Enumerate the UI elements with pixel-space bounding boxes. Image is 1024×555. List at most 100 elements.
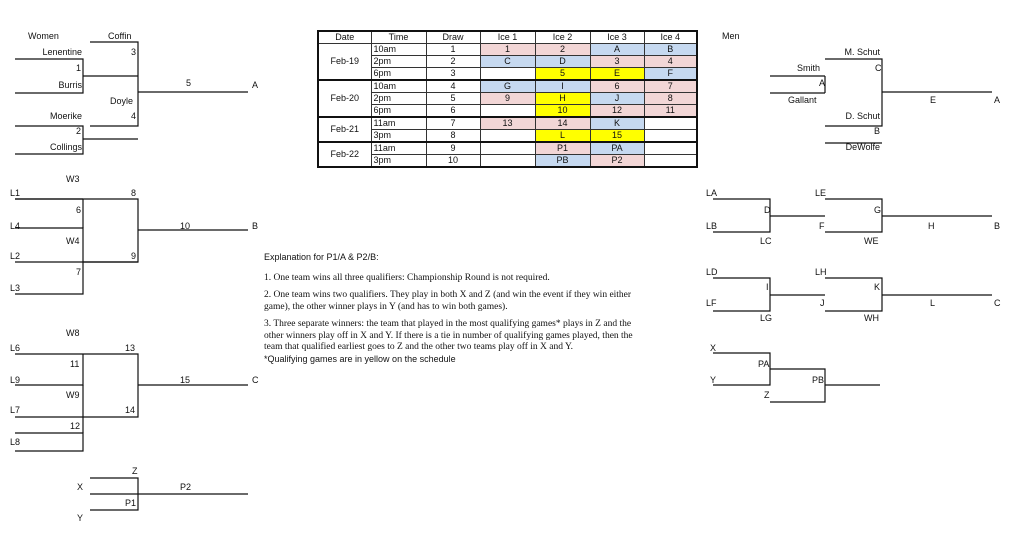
schedule-time-cell: 10am	[370, 79, 427, 93]
schedule-ice-cell: B	[643, 43, 698, 56]
schedule-ice-cell: 6	[589, 79, 645, 93]
schedule-ice-cell	[643, 154, 698, 168]
men-team-dschut: D. Schut	[845, 111, 880, 121]
schedule-ice-cell: 15	[589, 129, 645, 143]
schedule-header-cell: Ice 3	[589, 30, 645, 44]
women-l7: L7	[10, 405, 21, 415]
schedule-ice-cell	[643, 141, 698, 155]
schedule-ice-cell	[479, 154, 536, 168]
women-l1: L1	[10, 188, 21, 198]
women-x: X	[77, 482, 84, 492]
schedule-date-cell: Feb-20	[317, 79, 372, 118]
women-l6: L6	[10, 343, 21, 353]
women-game-9: 9	[131, 251, 137, 261]
schedule-draw-cell: 2	[425, 55, 481, 68]
women-w3: W3	[66, 174, 80, 184]
explanation: Explanation for P1/A & P2/B: 1. One team…	[264, 252, 644, 365]
men-z: Z	[764, 390, 770, 400]
men-game-e: E	[930, 95, 937, 105]
schedule-ice-cell: A	[589, 43, 645, 56]
men-game-b: B	[874, 126, 881, 136]
women-game-4: 4	[131, 111, 137, 121]
explanation-rule-3: 3. Three separate winners: the team that…	[264, 319, 633, 352]
schedule-ice-cell: 9	[479, 92, 536, 105]
men-y: Y	[710, 375, 717, 385]
women-team-collings: Collings	[49, 142, 82, 152]
schedule-date-cell: Feb-21	[317, 116, 372, 143]
women-l2: L2	[10, 251, 21, 261]
women-game-11: 11	[70, 359, 80, 369]
schedule-draw-cell: 7	[425, 116, 481, 130]
women-game-7: 7	[76, 267, 82, 277]
women-w9: W9	[66, 390, 80, 400]
schedule-draw-cell: 3	[425, 67, 481, 81]
women-final-lines	[90, 477, 248, 511]
men-title: Men	[722, 31, 740, 41]
women-game-1: 1	[76, 63, 82, 73]
men-game-i: I	[766, 282, 769, 292]
women-team-lenentine: Lenentine	[42, 47, 82, 57]
men-we: WE	[864, 236, 879, 246]
men-lh: LH	[815, 267, 827, 277]
explanation-rule-2: 2. One team wins two qualifiers. They pl…	[264, 290, 632, 312]
schedule-header-cell: Ice 1	[479, 30, 536, 44]
men-game-h: H	[928, 221, 935, 231]
women-seed-a: A	[252, 80, 259, 90]
men-final-lines	[713, 352, 880, 403]
women-seed-c: C	[252, 375, 259, 385]
schedule-ice-cell: E	[589, 67, 645, 81]
men-low-lines	[713, 277, 992, 312]
schedule-time-cell: 2pm	[370, 55, 427, 68]
schedule-ice-cell: 1	[479, 43, 536, 56]
schedule-ice-cell	[479, 141, 536, 155]
women-low-lines	[15, 353, 248, 452]
schedule-ice-cell: 2	[534, 43, 591, 56]
schedule-time-cell: 3pm	[370, 154, 427, 168]
men-game-g: G	[874, 205, 882, 215]
schedule-date-cell: Feb-19	[317, 43, 372, 81]
schedule-draw-cell: 5	[425, 92, 481, 105]
schedule-ice-cell: 12	[589, 104, 645, 118]
women-l3: L3	[10, 283, 21, 293]
men-seed-c: C	[994, 298, 1001, 308]
men-ld: LD	[706, 267, 718, 277]
women-p1: P1	[125, 498, 137, 508]
men-le: LE	[815, 188, 827, 198]
schedule-ice-cell: P2	[589, 154, 645, 168]
women-team-burris: Burris	[58, 80, 82, 90]
schedule-time-cell: 10am	[370, 43, 427, 56]
women-game-10: 10	[180, 221, 191, 231]
women-l4: L4	[10, 221, 21, 231]
women-game-15: 15	[180, 375, 191, 385]
men-team-smith: Smith	[797, 63, 821, 73]
schedule-time-cell: 6pm	[370, 104, 427, 118]
schedule-time-cell: 3pm	[370, 129, 427, 143]
men-team-gallant: Gallant	[788, 95, 817, 105]
men-game-k: K	[874, 282, 881, 292]
men-pb: PB	[812, 375, 825, 385]
men-mid-lines	[713, 198, 992, 233]
men-lc: LC	[760, 236, 772, 246]
schedule-draw-cell: 9	[425, 141, 481, 155]
men-game-f: F	[819, 221, 825, 231]
men-x: X	[710, 343, 717, 353]
schedule-ice-cell: I	[534, 79, 591, 93]
schedule-header-cell: Ice 4	[643, 30, 698, 44]
women-team-doyle: Doyle	[110, 96, 134, 106]
men-la: LA	[706, 188, 718, 198]
schedule-ice-cell: H	[534, 92, 591, 105]
men-game-l: L	[930, 298, 936, 308]
women-game-12: 12	[70, 421, 81, 431]
schedule-header-cell: Date	[317, 30, 372, 44]
women-team-moerike: Moerike	[49, 111, 82, 121]
women-z: Z	[132, 466, 138, 476]
schedule-ice-cell: C	[479, 55, 536, 68]
women-seed-b: B	[252, 221, 259, 231]
